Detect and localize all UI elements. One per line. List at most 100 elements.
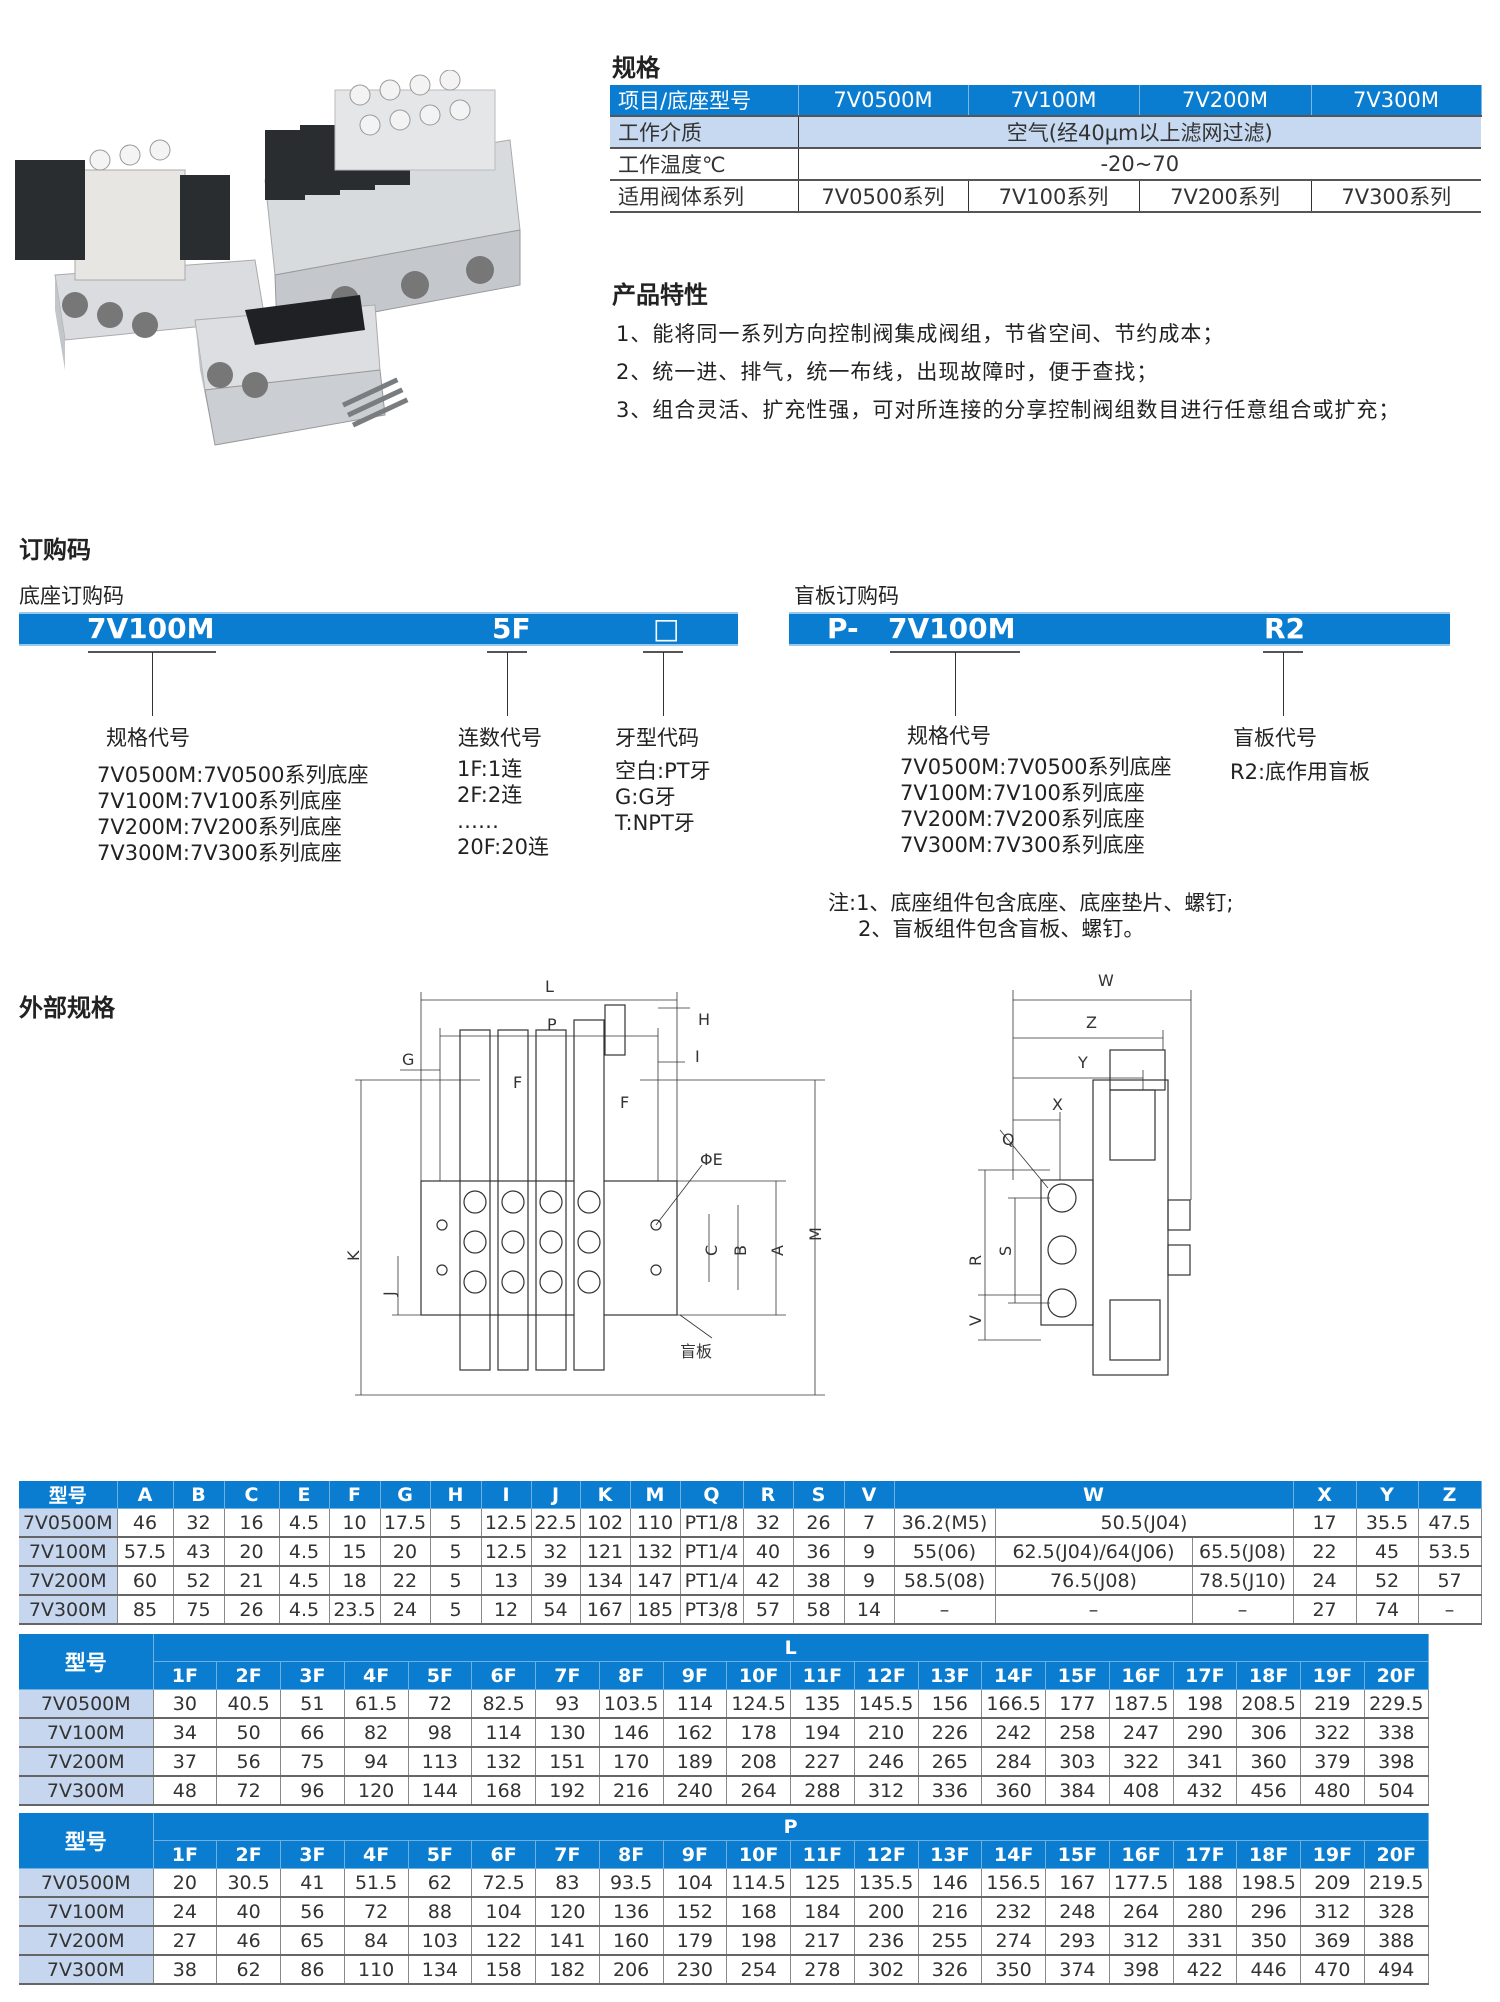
column-header-2F: 2F <box>216 1840 281 1869</box>
value-cell-J: 39 <box>531 1566 581 1596</box>
column-header-A: A <box>117 1481 174 1509</box>
option: …… <box>457 809 499 833</box>
manifold-base-with-blanks <box>194 295 409 446</box>
value-cell-17F: 331 <box>1173 1926 1238 1956</box>
value-cell-5F: 134 <box>408 1955 473 1985</box>
code-thread: □ <box>653 612 680 645</box>
dim-label-X: X <box>1052 1095 1063 1114</box>
column-header-17F: 17F <box>1173 1840 1238 1869</box>
value-cell-7F: 130 <box>535 1718 600 1748</box>
value-cell-5F: 113 <box>408 1747 473 1777</box>
value-cell-7F: 141 <box>535 1926 600 1956</box>
value-cell-F: 23.5 <box>329 1595 381 1625</box>
value-cell-5F: 62 <box>408 1868 473 1898</box>
model-cell: 7V200M <box>19 1926 154 1956</box>
value-cell-16F: 187.5 <box>1109 1689 1174 1719</box>
code-count: 5F <box>492 612 531 645</box>
value-cell-V: 7 <box>844 1508 895 1538</box>
value-cell-W: – <box>995 1595 1193 1625</box>
value-cell-16F: 247 <box>1109 1718 1174 1748</box>
value-cell-11F: 217 <box>790 1926 855 1956</box>
value-cell-B: 52 <box>173 1566 225 1596</box>
value-cell-E: 4.5 <box>279 1595 330 1625</box>
value-cell-19F: 480 <box>1300 1776 1365 1806</box>
value-cell-X: 22 <box>1293 1537 1357 1567</box>
value-cell-19F: 369 <box>1300 1926 1365 1956</box>
value-cell-X: 27 <box>1293 1595 1357 1625</box>
code-type: R2 <box>1264 612 1306 645</box>
value-cell-9F: 114 <box>663 1689 728 1719</box>
column-header-12F: 12F <box>854 1661 919 1690</box>
dim-label-V: V <box>966 1315 985 1326</box>
value-cell-Z: 57 <box>1418 1566 1482 1596</box>
column-header-Q: Q <box>680 1481 744 1509</box>
value-cell-15F: 167 <box>1045 1868 1110 1898</box>
value-cell-4F: 84 <box>344 1926 409 1956</box>
value-cell-9F: 230 <box>663 1955 728 1985</box>
column-header-16F: 16F <box>1109 1840 1174 1869</box>
value-cell-14F: 284 <box>981 1747 1046 1777</box>
value-cell-M: 185 <box>630 1595 681 1625</box>
value-cell-4F: 82 <box>344 1718 409 1748</box>
value-cell-1F: 30 <box>153 1689 218 1719</box>
value-cell-18F: 208.5 <box>1236 1689 1301 1719</box>
column-header-17F: 17F <box>1173 1661 1238 1690</box>
value-cell-6F: 104 <box>471 1897 536 1927</box>
value-cell-Y: 52 <box>1356 1566 1419 1596</box>
column-header-2F: 2F <box>216 1661 281 1690</box>
option: 2F:2连 <box>457 783 523 807</box>
column-header-14F: 14F <box>981 1840 1046 1869</box>
value-cell-6F: 72.5 <box>471 1868 536 1898</box>
value-cell-K: 102 <box>580 1508 631 1538</box>
value-cell-12F: 210 <box>854 1718 919 1748</box>
value-cell-19F: 312 <box>1300 1897 1365 1927</box>
column-header-20F: 20F <box>1364 1661 1429 1690</box>
feature-item: 2、统一进、排气，统一布线，出现故障时，便于查找； <box>616 360 1159 384</box>
value-cell-12F: 236 <box>854 1926 919 1956</box>
value-cell-G: 20 <box>380 1537 431 1567</box>
value-cell-W: 76.5(J08) <box>995 1566 1193 1596</box>
spec-value: 7V300系列 <box>1311 180 1481 213</box>
column-header-B: B <box>173 1481 225 1509</box>
column-header-18F: 18F <box>1236 1661 1301 1690</box>
column-header-1F: 1F <box>153 1661 218 1690</box>
value-cell-14F: 350 <box>981 1955 1046 1985</box>
column-header-3F: 3F <box>280 1661 345 1690</box>
value-cell-15F: 248 <box>1045 1897 1110 1927</box>
value-cell-C: 16 <box>224 1508 280 1538</box>
option: G:G牙 <box>615 785 676 809</box>
value-cell-5F: 103 <box>408 1926 473 1956</box>
value-cell-G: 24 <box>380 1595 431 1625</box>
value-cell-W: 58.5(08) <box>894 1566 996 1596</box>
value-cell-20F: 398 <box>1364 1747 1429 1777</box>
feature-item: 1、能将同一系列方向控制阀集成阀组，节省空间、节约成本； <box>616 322 1225 346</box>
spec-label: 工作温度℃ <box>610 148 799 181</box>
value-cell-Z: – <box>1418 1595 1482 1625</box>
value-cell-A: 85 <box>117 1595 174 1625</box>
option: 7V0500M:7V0500系列底座 <box>900 755 1172 779</box>
note-line: 注:1、底座组件包含底座、底座垫片、螺钉; <box>828 891 1234 915</box>
option: 7V200M:7V200系列底座 <box>97 815 342 839</box>
value-cell-H: 5 <box>430 1537 482 1567</box>
value-cell-K: 167 <box>580 1595 631 1625</box>
dim-label-L: L <box>545 977 554 996</box>
value-cell-9F: 189 <box>663 1747 728 1777</box>
dim-label-R: R <box>966 1255 985 1266</box>
value-cell-2F: 62 <box>216 1955 281 1985</box>
value-cell-2F: 46 <box>216 1926 281 1956</box>
value-cell-9F: 104 <box>663 1868 728 1898</box>
option: 7V100M:7V100系列底座 <box>97 789 342 813</box>
value-cell-10F: 124.5 <box>726 1689 791 1719</box>
column-header-5F: 5F <box>408 1661 473 1690</box>
column-header-12F: 12F <box>854 1840 919 1869</box>
value-cell-C: 20 <box>224 1537 280 1567</box>
value-cell-7F: 120 <box>535 1897 600 1927</box>
value-cell-W: 78.5(J10) <box>1192 1566 1294 1596</box>
value-cell-4F: 94 <box>344 1747 409 1777</box>
value-cell-9F: 179 <box>663 1926 728 1956</box>
blank-code-bar: P- 7V100M R2 <box>789 612 1450 646</box>
option: 7V200M:7V200系列底座 <box>900 807 1145 831</box>
